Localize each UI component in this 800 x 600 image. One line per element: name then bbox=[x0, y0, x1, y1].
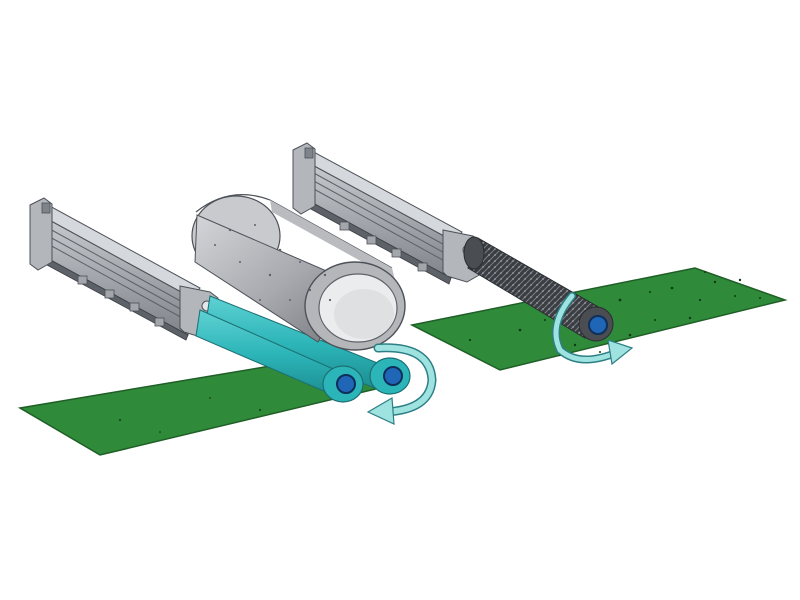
hub bbox=[336, 374, 356, 394]
speck bbox=[468, 338, 472, 342]
speck bbox=[299, 261, 301, 263]
speck bbox=[670, 286, 674, 290]
speck bbox=[228, 228, 232, 232]
speck bbox=[323, 273, 327, 277]
speck bbox=[759, 297, 761, 299]
speck bbox=[618, 298, 622, 302]
speck bbox=[599, 351, 601, 353]
speck bbox=[254, 224, 256, 226]
speck bbox=[278, 248, 282, 252]
speck bbox=[268, 273, 272, 277]
speck bbox=[649, 291, 651, 293]
hub bbox=[588, 315, 608, 335]
brush-roller bbox=[463, 236, 614, 342]
speck bbox=[289, 299, 291, 301]
speck bbox=[738, 278, 742, 282]
speck bbox=[308, 288, 312, 292]
speck bbox=[713, 280, 717, 284]
hub bbox=[383, 366, 403, 386]
left-rail-guide bbox=[29, 197, 219, 341]
speck bbox=[259, 299, 261, 301]
counterclockwise-arrow-icon bbox=[366, 343, 437, 425]
speck bbox=[328, 298, 332, 302]
speck bbox=[573, 343, 577, 347]
right-board-dots bbox=[468, 271, 761, 357]
left-board-dots bbox=[118, 397, 262, 433]
speck bbox=[654, 319, 656, 321]
speck bbox=[698, 298, 702, 302]
speck bbox=[214, 244, 216, 246]
clockwise-arrow-icon bbox=[552, 292, 634, 366]
speck bbox=[734, 295, 736, 297]
speck bbox=[688, 316, 692, 320]
hollow-drum bbox=[191, 194, 406, 351]
speck bbox=[544, 319, 546, 321]
speck bbox=[628, 333, 632, 337]
teal-roller-front bbox=[195, 309, 364, 403]
right-rail-guide bbox=[292, 142, 482, 285]
speck bbox=[518, 328, 522, 332]
speck bbox=[704, 271, 706, 273]
speck bbox=[239, 261, 241, 263]
